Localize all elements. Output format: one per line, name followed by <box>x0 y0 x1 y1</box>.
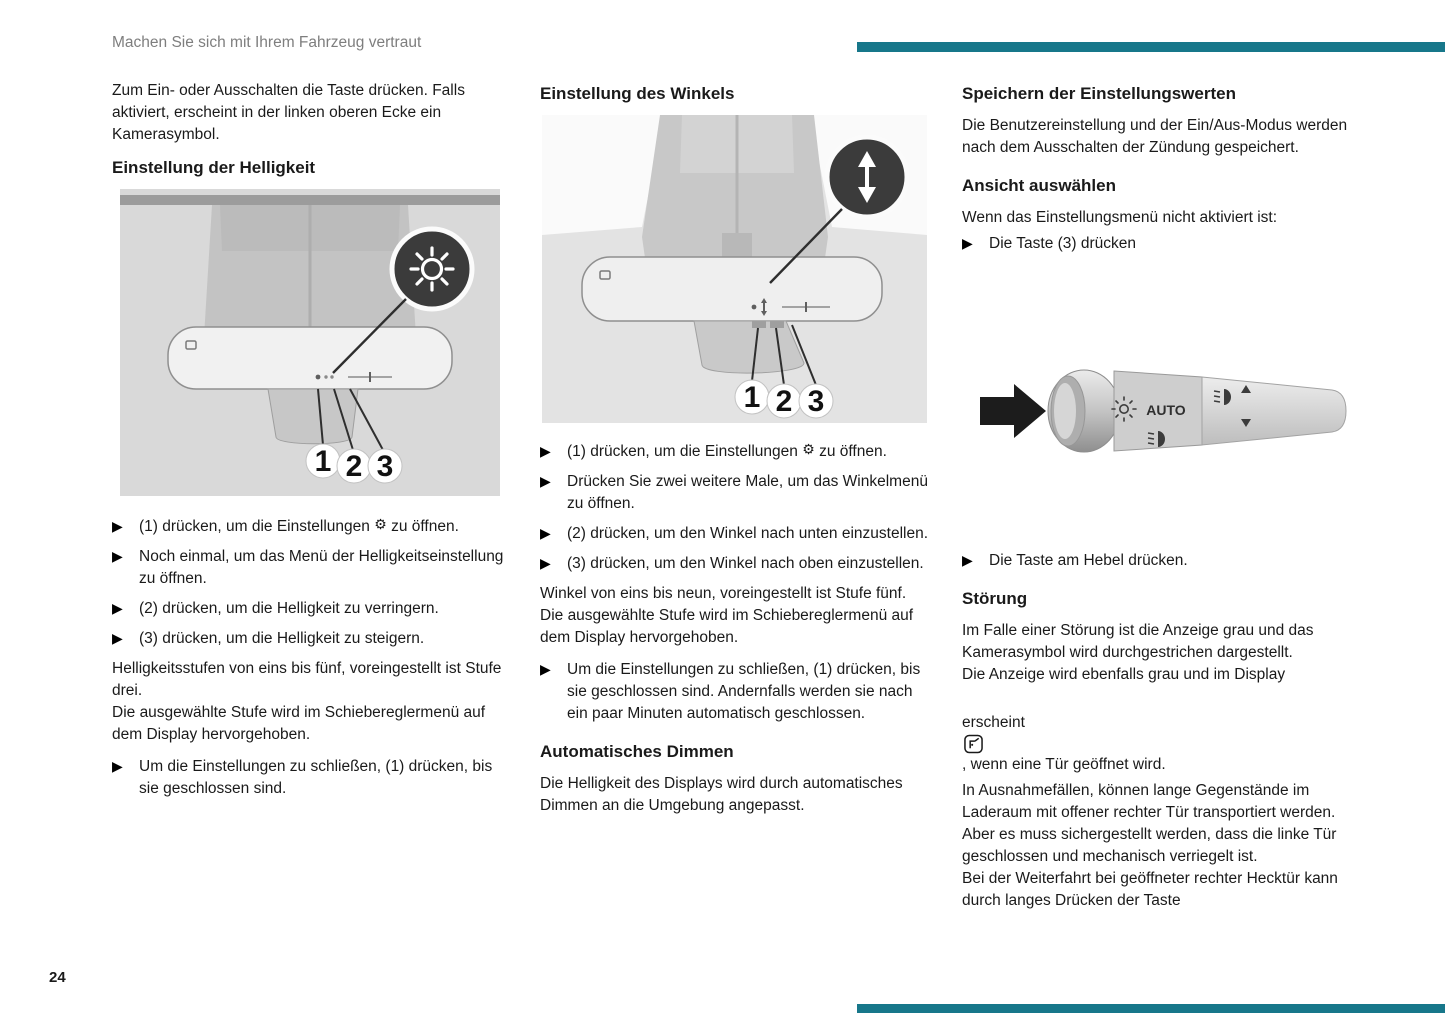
fault-text: erscheint <box>962 714 1025 732</box>
bullet-arrow-icon: ▶ <box>112 548 123 565</box>
bullet-text: (1) drücken, um die Einstellungen <box>139 518 370 536</box>
bullet-arrow-icon: ▶ <box>112 630 123 647</box>
bullet-text: zu öffnen. <box>819 443 887 461</box>
bullet-arrow-icon: ▶ <box>540 525 551 542</box>
bullet-text: (2) drücken, um den Winkel nach unten ei… <box>567 525 929 543</box>
door-open-icon <box>964 735 983 754</box>
angle-levels-note: Winkel von eins bis neun, voreingestellt… <box>540 585 914 647</box>
light-stalk-illustration: AUTO <box>962 335 1362 506</box>
bullet-arrow-icon: ▶ <box>540 443 551 460</box>
low-beam-icon <box>1147 431 1165 448</box>
bullet-open-settings: ▶ (1) drücken, um die Einstellungen ⚙ zu… <box>112 516 506 538</box>
bullet-menu-again: ▶ Noch einmal, um das Menü der Helligkei… <box>112 546 506 590</box>
callout-3: 3 <box>808 385 825 418</box>
bullet-text: Die Taste (3) drücken <box>989 235 1137 253</box>
bullet-text: (1) drücken, um die Einstellungen <box>567 443 798 461</box>
bullet-press-twice: ▶ Drücken Sie zwei weitere Male, um das … <box>540 471 932 515</box>
bullet-text: Noch einmal, um das Menü der Helligkeits… <box>139 548 504 588</box>
fault-icon-line: erscheint , wenn eine Tür geöffnet wird. <box>962 690 1362 776</box>
bullet-increase-brightness: ▶ (3) drücken, um die Helligkeit zu stei… <box>112 628 506 650</box>
sun-symbol-icon <box>1111 396 1137 423</box>
brightness-levels-note: Helligkeitsstufen von eins bis fünf, vor… <box>112 660 502 744</box>
heading-angle: Einstellung des Winkels <box>540 84 735 103</box>
bullet-text: Die Taste am Hebel drücken. <box>989 552 1188 570</box>
select-view-text: Wenn das Einstellungsmenü nicht aktivier… <box>962 209 1278 227</box>
bullet-text: Um die Einstellungen zu schließen, (1) d… <box>567 661 921 723</box>
callout-1: 1 <box>744 381 761 414</box>
fault-paragraph-2: In Ausnahmefällen, können lange Gegenstä… <box>962 782 1338 910</box>
bullet-close-settings: ▶ Um die Einstellungen zu schließen, (1)… <box>540 659 932 725</box>
save-settings-text: Die Benutzereinstellung und der Ein/Aus-… <box>962 117 1348 157</box>
bullet-text: (3) drücken, um die Helligkeit zu steige… <box>139 630 425 648</box>
heading-brightness: Einstellung der Helligkeit <box>112 158 316 177</box>
figure-mirror-angle: 1 2 3 <box>542 115 932 424</box>
bullet-arrow-icon: ▶ <box>962 552 973 569</box>
callout-2: 2 <box>776 385 793 418</box>
column-angle: Einstellung des Winkels <box>540 80 932 827</box>
brightness-badge <box>389 226 475 312</box>
accent-bar-top <box>857 42 1445 52</box>
bullet-press-lever-button: ▶ Die Taste am Hebel drücken. <box>962 550 1362 572</box>
up-down-triangles-icon <box>1241 385 1251 428</box>
bullet-close-settings: ▶ Um die Einstellungen zu schließen, (1)… <box>112 756 506 800</box>
gear-icon: ⚙ <box>802 441 815 458</box>
heading-auto-dimming: Automatisches Dimmen <box>540 742 734 762</box>
gear-icon: ⚙ <box>374 516 387 533</box>
camera-icon <box>599 270 611 280</box>
bullet-arrow-icon: ▶ <box>540 555 551 572</box>
bullet-text: Um die Einstellungen zu schließen, (1) d… <box>139 758 493 798</box>
pointer-arrow-icon <box>980 384 1046 439</box>
bullet-text: Drücken Sie zwei weitere Male, um das Wi… <box>567 473 928 513</box>
bullet-arrow-icon: ▶ <box>540 661 551 678</box>
mirror-brightness-illustration: 1 2 3 <box>120 189 500 497</box>
bullet-text: (2) drücken, um die Helligkeit zu verrin… <box>139 600 439 618</box>
bullet-angle-down: ▶ (2) drücken, um den Winkel nach unten … <box>540 523 932 545</box>
accent-bar-bottom <box>857 1004 1445 1013</box>
heading-select-view: Ansicht auswählen <box>962 176 1116 196</box>
callout-2: 2 <box>346 450 363 483</box>
auto-dimming-text: Die Helligkeit des Displays wird durch a… <box>540 775 903 815</box>
mirror-angle-illustration: 1 2 3 <box>542 115 927 424</box>
fault-text: , wenn eine Tür geöffnet wird. <box>962 756 1166 774</box>
bullet-arrow-icon: ▶ <box>540 473 551 490</box>
bullet-angle-up: ▶ (3) drücken, um den Winkel nach oben e… <box>540 553 932 575</box>
tilt-arrows-icon <box>858 151 876 204</box>
brightness-icon <box>409 246 455 292</box>
camera-icon <box>185 340 197 350</box>
bullet-press-button-3: ▶ Die Taste (3) drücken <box>962 233 1362 255</box>
figure-mirror-brightness: 1 2 3 <box>120 189 506 497</box>
auto-label: AUTO <box>1146 402 1186 418</box>
headlight-beam-icon <box>1213 389 1231 406</box>
bullet-text: zu öffnen. <box>391 518 459 536</box>
intro-paragraph: Zum Ein- oder Ausschalten die Taste drüc… <box>112 82 465 143</box>
callout-1: 1 <box>315 445 332 478</box>
column-settings-save: Speichern der Einstellungswerten Die Ben… <box>962 80 1362 922</box>
bullet-arrow-icon: ▶ <box>112 518 123 535</box>
bullet-arrow-icon: ▶ <box>112 600 123 617</box>
figure2-callouts: 1 2 3 <box>734 379 834 419</box>
bullet-arrow-icon: ▶ <box>962 235 973 252</box>
page-number: 24 <box>49 969 66 986</box>
bullet-open-settings: ▶ (1) drücken, um die Einstellungen ⚙ zu… <box>540 441 932 463</box>
bullet-decrease-brightness: ▶ (2) drücken, um die Helligkeit zu verr… <box>112 598 506 620</box>
fault-paragraph-1: Im Falle einer Störung ist die Anzeige g… <box>962 622 1314 684</box>
column-brightness: Zum Ein- oder Ausschalten die Taste drüc… <box>112 80 506 808</box>
figure1-callouts: 1 2 3 <box>305 443 403 484</box>
heading-save-settings: Speichern der Einstellungswerten <box>962 84 1236 103</box>
running-header: Machen Sie sich mit Ihrem Fahrzeug vertr… <box>112 34 422 51</box>
bullet-text: (3) drücken, um den Winkel nach oben ein… <box>567 555 924 573</box>
heading-fault: Störung <box>962 589 1028 609</box>
callout-3: 3 <box>377 450 394 483</box>
bullet-arrow-icon: ▶ <box>112 758 123 775</box>
figure-light-stalk: AUTO <box>962 335 1362 506</box>
